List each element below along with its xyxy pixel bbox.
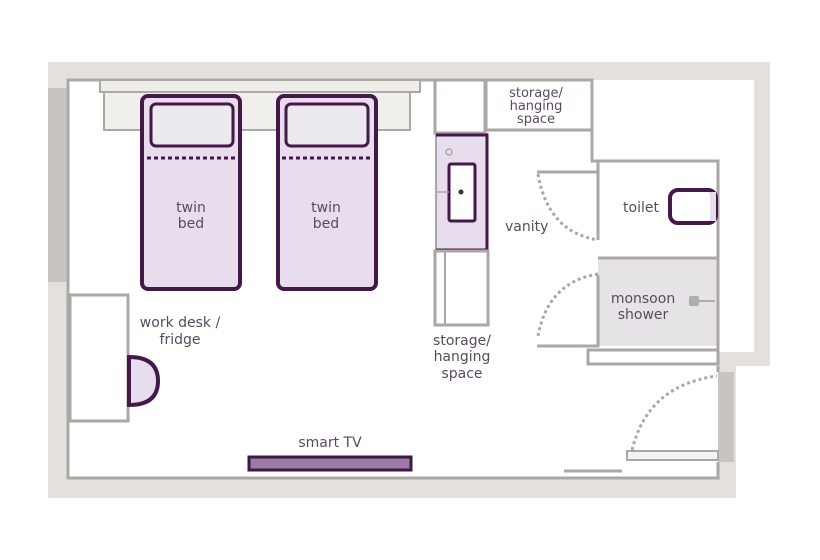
- storage-label: storage/: [509, 86, 563, 101]
- work-desk: [68, 293, 130, 423]
- headboard-shelf: [99, 79, 421, 93]
- toilet: [668, 188, 718, 225]
- window-left: [48, 88, 68, 282]
- desk-label: fridge: [160, 332, 201, 348]
- bed-label: bed: [178, 216, 204, 232]
- bed-label: twin: [311, 200, 341, 216]
- storage-label: hanging: [510, 99, 563, 114]
- closet-nook: [433, 78, 487, 135]
- pillow: [149, 102, 235, 148]
- bed-label: twin: [176, 200, 206, 216]
- storage-label: space: [441, 366, 482, 382]
- shower-label: monsoon: [611, 291, 675, 307]
- bathroom-walls: [537, 130, 720, 366]
- storage-label: space: [517, 112, 555, 127]
- drain-icon: [458, 189, 464, 195]
- storage-label: hanging: [434, 349, 491, 365]
- entry-door-frame: [718, 372, 734, 462]
- entry-door[interactable]: [626, 450, 719, 461]
- bathroom-door-swing-upper: [536, 173, 599, 242]
- storage-lower: [433, 249, 490, 327]
- shower-label: shower: [618, 307, 669, 323]
- toilet-tank: [710, 192, 716, 221]
- pillow: [284, 102, 370, 148]
- storage-upper: [484, 78, 594, 132]
- desk-chair: [127, 354, 161, 408]
- bed-label: bed: [313, 216, 339, 232]
- toilet-label: toilet: [623, 200, 659, 216]
- desk-label: work desk /: [140, 315, 221, 331]
- tv-label: smart TV: [298, 435, 362, 451]
- smart-tv: [247, 455, 413, 472]
- twin-bed-1: twin bed: [140, 94, 242, 291]
- storage-label: storage/: [433, 333, 491, 349]
- shower-head-icon: [689, 296, 699, 306]
- entry-door-swing: [630, 374, 718, 451]
- tap-icon: [445, 148, 453, 156]
- vanity-label: vanity: [505, 219, 548, 235]
- twin-bed-2: twin bed: [276, 94, 378, 291]
